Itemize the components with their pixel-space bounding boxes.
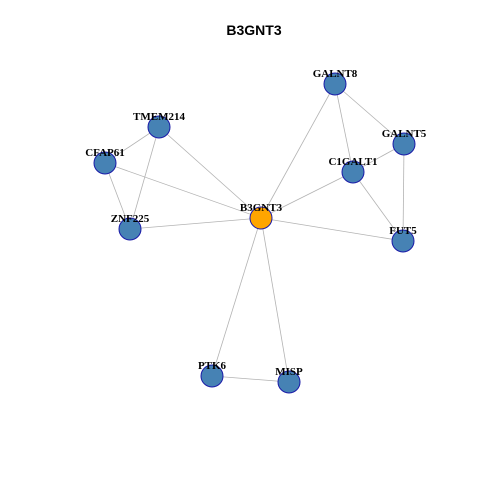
- node-label-fut5: FUT5: [389, 225, 417, 237]
- edge-ptk6-misp: [211, 375, 290, 383]
- edge-galnt5-fut5: [402, 143, 405, 242]
- edge-c1galt1-fut5: [352, 171, 404, 242]
- node-label-tmem214: TMEM214: [133, 111, 185, 123]
- node-c1galt1[interactable]: [341, 160, 365, 184]
- node-galnt5[interactable]: [392, 132, 416, 156]
- node-label-znf225: ZNF225: [111, 213, 150, 225]
- node-fut5[interactable]: [391, 229, 415, 253]
- edge-galnt8-c1galt1: [334, 83, 354, 173]
- edge-tmem214-znf225: [129, 126, 160, 230]
- node-label-ptk6: PTK6: [198, 360, 227, 372]
- edge-b3gnt3-ptk6: [211, 217, 262, 377]
- node-galnt8[interactable]: [323, 72, 347, 96]
- node-label-cfap61: CFAP61: [85, 147, 125, 159]
- edge-b3gnt3-tmem214: [158, 126, 262, 219]
- nodes-layer: [93, 72, 416, 394]
- edge-b3gnt3-galnt8: [260, 83, 336, 219]
- node-label-c1galt1: C1GALT1: [328, 156, 377, 168]
- node-b3gnt3[interactable]: [249, 206, 273, 230]
- edge-b3gnt3-c1galt1: [260, 171, 354, 219]
- chart-title: B3GNT3: [226, 22, 281, 38]
- node-label-galnt8: GALNT8: [313, 68, 358, 80]
- edge-b3gnt3-misp: [260, 217, 290, 383]
- node-label-galnt5: GALNT5: [382, 128, 427, 140]
- edge-b3gnt3-cfap61: [104, 162, 262, 219]
- edge-cfap61-znf225: [104, 162, 131, 230]
- node-ptk6[interactable]: [200, 364, 224, 388]
- edge-b3gnt3-znf225: [129, 217, 262, 230]
- node-znf225[interactable]: [118, 217, 142, 241]
- node-misp[interactable]: [277, 370, 301, 394]
- edge-galnt8-galnt5: [334, 83, 405, 145]
- edge-b3gnt3-fut5: [260, 217, 404, 242]
- node-label-b3gnt3: B3GNT3: [240, 202, 283, 214]
- node-tmem214[interactable]: [147, 115, 171, 139]
- node-label-misp: MISP: [275, 366, 303, 378]
- node-cfap61[interactable]: [93, 151, 117, 175]
